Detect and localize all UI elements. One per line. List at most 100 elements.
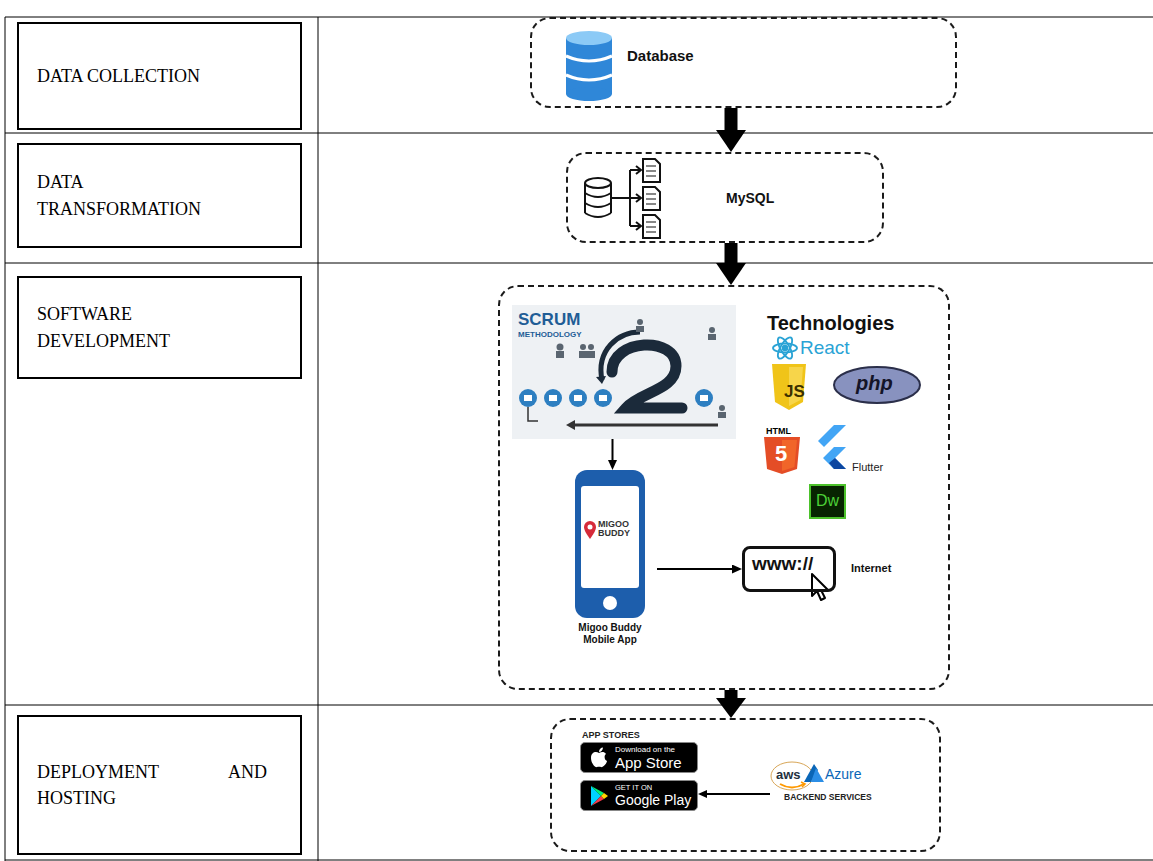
mysql-icon	[630, 225, 640, 227]
database-icon	[566, 31, 612, 101]
null	[700, 395, 708, 401]
node-title: Technologies	[767, 312, 894, 335]
azure-logo	[811, 768, 824, 782]
node-text: Azure	[825, 766, 862, 782]
null	[557, 344, 564, 351]
play-icon	[601, 793, 608, 799]
node-title: aws	[776, 767, 801, 782]
phone-button	[603, 596, 617, 610]
null	[549, 395, 557, 401]
table-grid	[5, 17, 6, 861]
null	[636, 326, 644, 332]
google-play-badge: GET IT ONGoogle Play	[580, 780, 698, 811]
development-panel: TechnologiesSCRUMMETHODOLOGYMIGOO BUDDYM…	[498, 285, 950, 690]
stage-name: DEPLOYMENT AND HOSTING	[37, 759, 267, 811]
logo-text: JS	[784, 382, 805, 402]
database-icon	[566, 87, 612, 101]
null	[588, 344, 594, 350]
node-title: www://	[752, 553, 813, 575]
app-store-badge: Download on theApp Store	[580, 742, 698, 773]
scrum-illustration	[596, 376, 606, 384]
scrum-illustration	[528, 407, 538, 421]
flutter-logo	[818, 425, 846, 469]
node-text: App Store	[615, 755, 682, 770]
mobile-app-phone: MIGOO BUDDYMigoo Buddy Mobile App	[568, 470, 657, 648]
node-title: APP STORES	[582, 730, 640, 740]
logo-text: Dw	[816, 492, 839, 510]
scrum-illustration	[612, 345, 682, 408]
null	[579, 351, 595, 358]
phone-body	[575, 470, 645, 618]
node-title: Database	[627, 47, 694, 64]
null	[569, 389, 587, 407]
play-icon	[591, 786, 604, 796]
pin-icon	[584, 521, 596, 539]
node-title: Download on the	[615, 746, 675, 754]
flutter-logo	[818, 425, 846, 447]
mysql-icon	[636, 194, 641, 202]
null	[556, 351, 564, 358]
table-grid	[318, 17, 319, 861]
data-source-panel: Database	[530, 17, 957, 108]
cursor-icon	[812, 574, 828, 600]
node-title: SCRUM	[518, 310, 580, 330]
flow-arrow	[725, 243, 738, 270]
js-logo	[772, 364, 806, 410]
play-icon	[591, 796, 604, 806]
table-grid	[5, 133, 1153, 134]
null	[524, 395, 532, 401]
aws-logo	[780, 784, 804, 788]
deployment-panel: APP STORES Download on theApp StoreGET IT…	[550, 718, 941, 852]
stage-name: DATA COLLECTION	[37, 63, 297, 89]
node-title: GET IT ON	[615, 784, 652, 792]
technology-name: React	[800, 337, 850, 359]
scrum-illustration	[572, 424, 718, 427]
scrum-illustration	[512, 305, 736, 439]
scrum-illustration	[512, 305, 736, 439]
table-grid	[5, 263, 1153, 264]
mysql-icon	[585, 203, 611, 207]
react-logo	[775, 335, 795, 360]
logo-text: 5	[775, 441, 787, 467]
technology-name: Flutter	[852, 461, 883, 473]
dreamweaver-logo	[810, 485, 845, 518]
dreamweaver-logo	[810, 485, 845, 518]
mysql-icon	[636, 222, 641, 230]
null	[580, 344, 586, 350]
mysql-icon	[585, 159, 660, 238]
node-text: Google Play	[615, 793, 691, 807]
aws-logo	[771, 762, 813, 790]
flow-arrow	[725, 108, 738, 137]
null	[709, 327, 715, 333]
node-text: Internet	[851, 562, 891, 574]
react-logo	[773, 344, 797, 353]
aws-logo	[801, 782, 805, 787]
database-icon	[566, 31, 612, 45]
html5-logo	[764, 437, 800, 474]
aws-logo	[771, 762, 813, 790]
store-icon	[587, 746, 611, 770]
stage-label-box: DATA COLLECTION	[17, 22, 302, 130]
mysql-icon	[611, 197, 630, 199]
mysql-icon	[630, 169, 640, 171]
mysql-icon	[636, 166, 641, 174]
backend-services: aws AzureBACKEND SERVICES	[770, 758, 898, 808]
null	[599, 395, 607, 401]
mysql-icon	[585, 213, 611, 217]
flow-arrow	[725, 690, 738, 704]
logo-text: HTML	[766, 426, 791, 436]
stage-name: DATA TRANSFORMATION	[37, 169, 237, 221]
null	[695, 389, 713, 407]
php-logo	[834, 367, 920, 403]
mysql-icon	[585, 178, 611, 188]
node-text: BACKEND SERVICES	[784, 792, 872, 802]
stage-name: SOFTWARE DEVELOPMENT	[37, 301, 237, 353]
mysql-icon	[646, 166, 656, 232]
js-logo	[772, 364, 806, 410]
react-logo	[775, 335, 795, 360]
php-logo	[834, 367, 920, 403]
null	[519, 389, 713, 407]
null	[637, 319, 643, 325]
stage-label-box: SOFTWARE DEVELOPMENT	[17, 276, 302, 379]
